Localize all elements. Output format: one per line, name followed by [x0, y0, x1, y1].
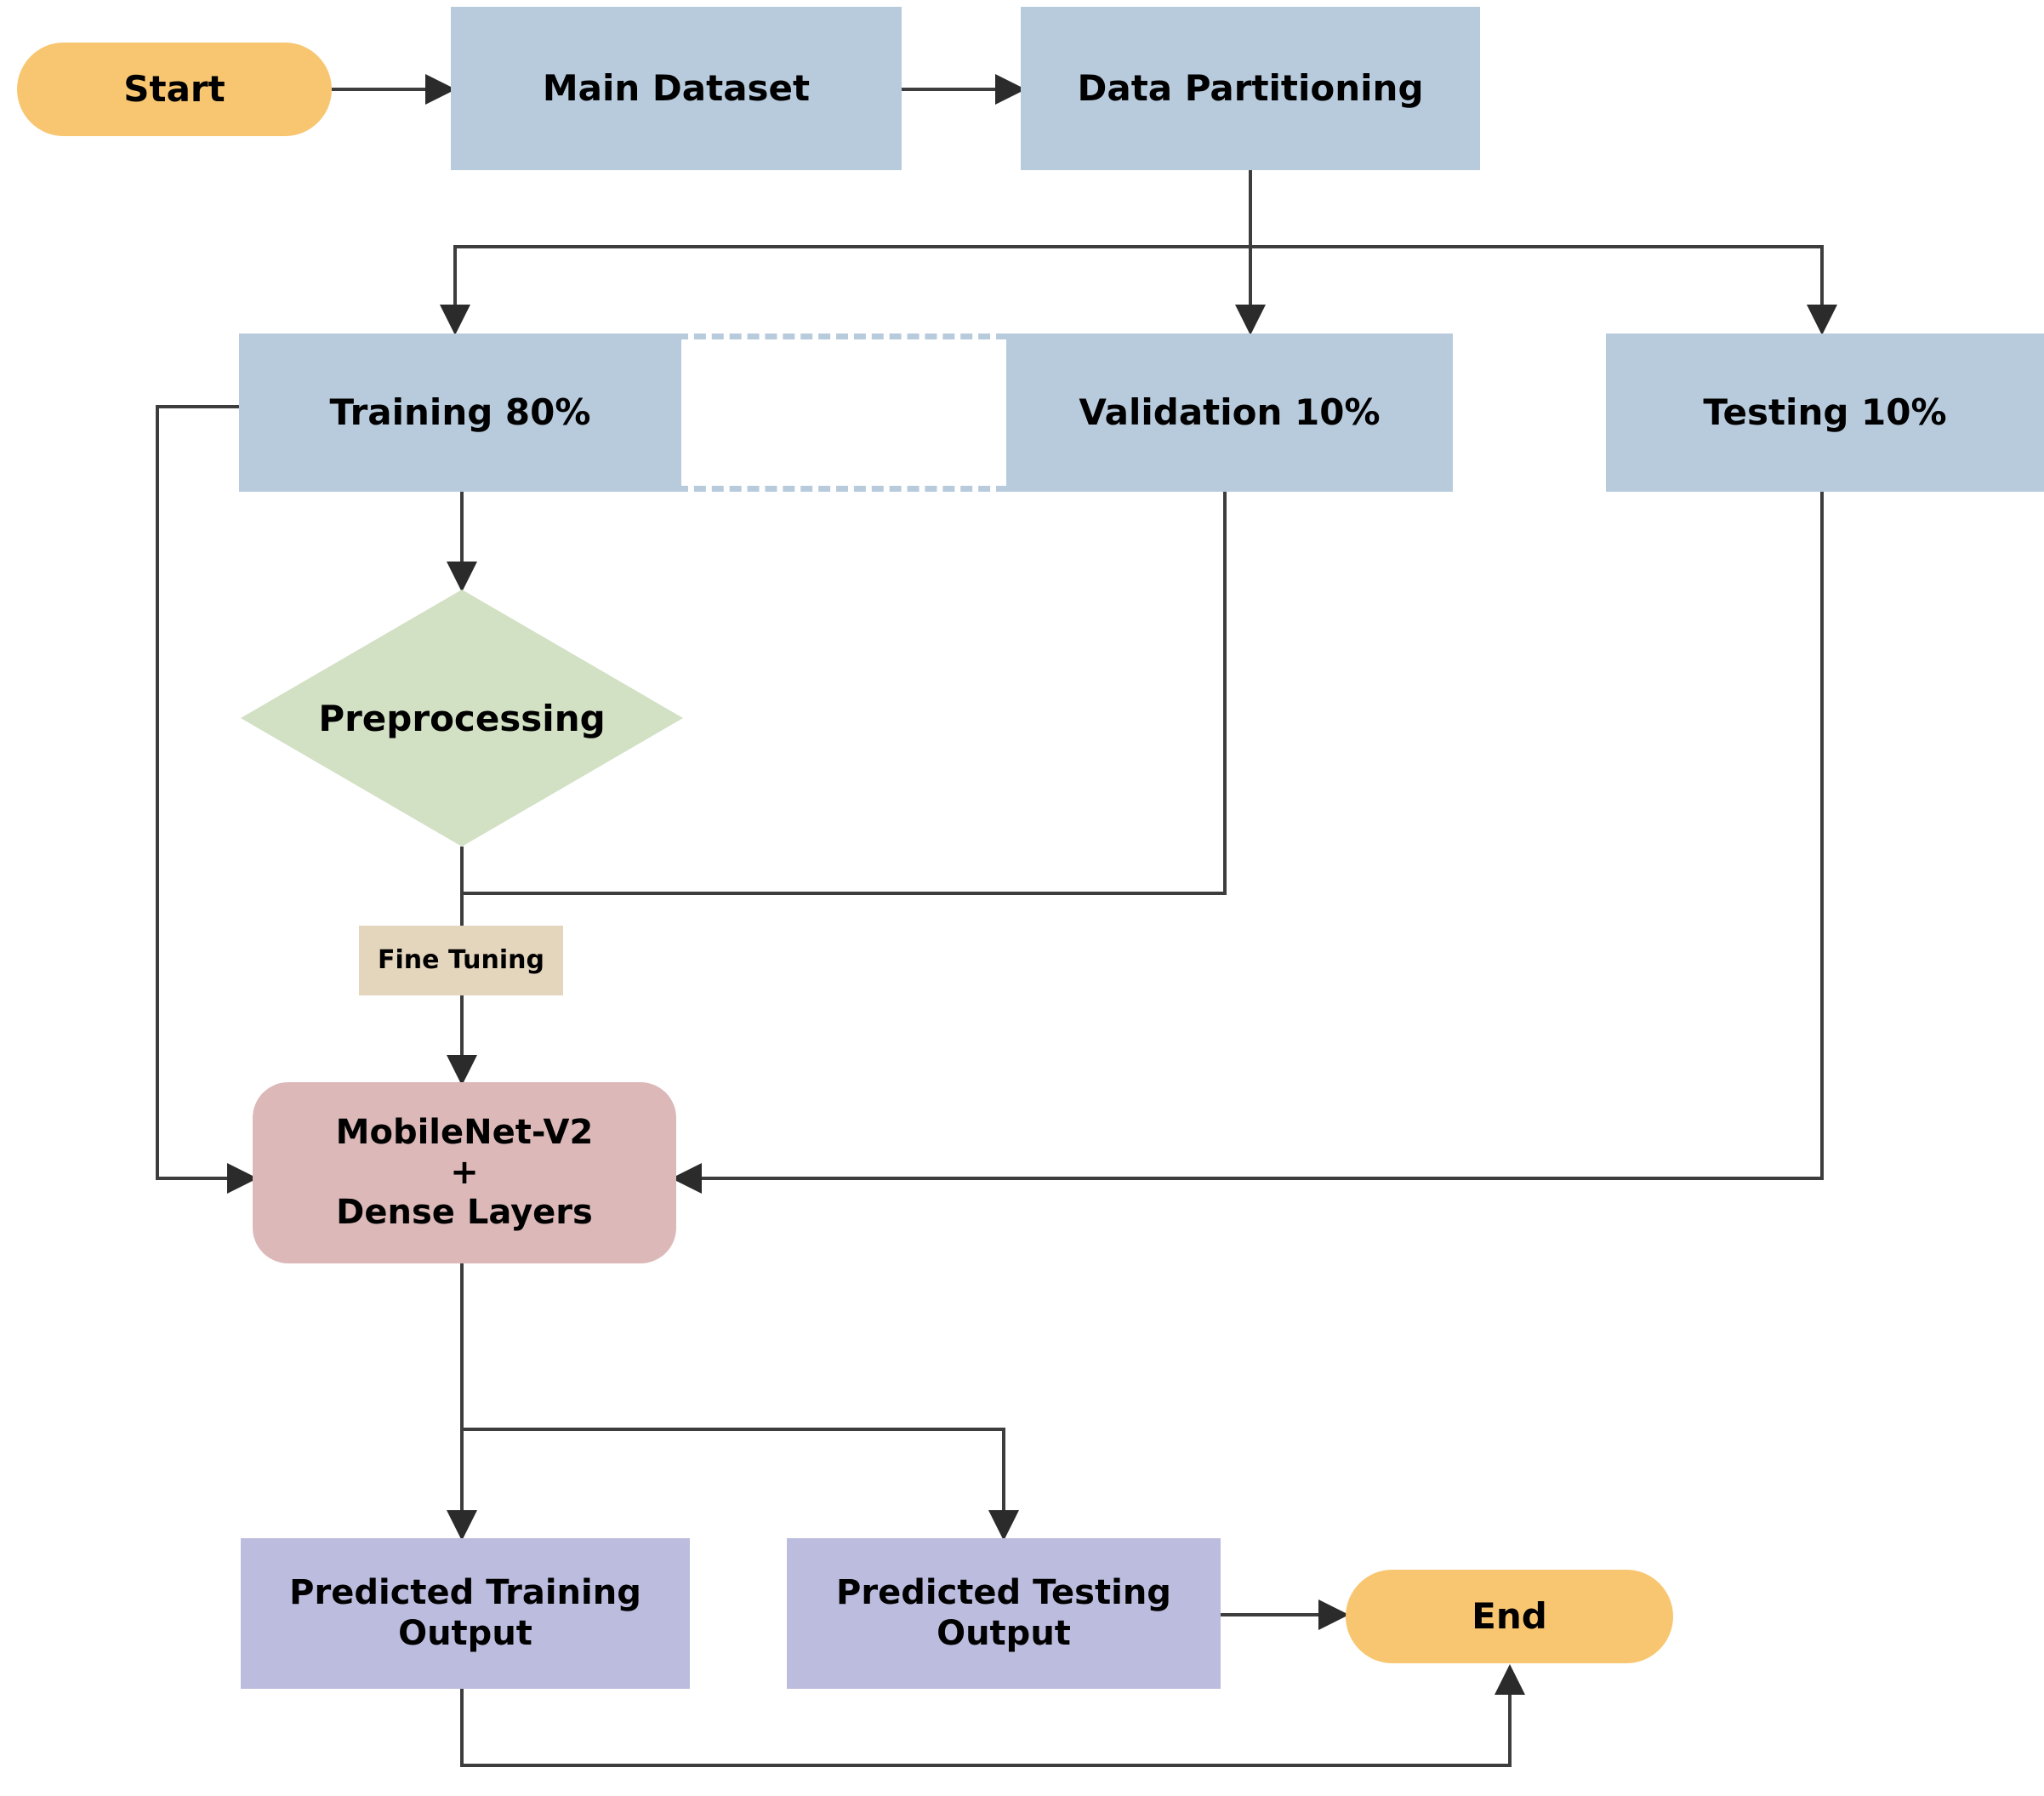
node-preprocessing-label: Preprocessing — [318, 697, 606, 739]
node-predicted-testing-output-line2: Output — [937, 1613, 1071, 1653]
edge-partition-to-training — [440, 170, 1252, 335]
node-end[interactable]: End — [1346, 1570, 1673, 1663]
node-end-label: End — [1472, 1595, 1547, 1638]
node-training[interactable]: Training 80% — [239, 334, 681, 492]
edge-training-to-model — [156, 405, 258, 1194]
node-data-partitioning-label: Data Partitioning — [1077, 67, 1424, 110]
node-predicted-testing-output-line1: Predicted Testing — [836, 1573, 1171, 1613]
node-predicted-training-output[interactable]: Predicted Training Output — [241, 1538, 690, 1689]
node-validation-label: Validation 10% — [1079, 391, 1381, 434]
edge-model-to-predtest — [462, 1428, 1019, 1541]
node-mobilenet-line3: Dense Layers — [336, 1193, 593, 1233]
node-fine-tuning-label: Fine Tuning — [378, 945, 544, 976]
node-fine-tuning[interactable]: Fine Tuning — [359, 926, 563, 995]
node-main-dataset-label: Main Dataset — [542, 67, 811, 110]
node-mobilenet-line1: MobileNet-V2 — [335, 1112, 594, 1152]
node-start[interactable]: Start — [17, 43, 332, 136]
node-predicted-training-output-line1: Predicted Training — [289, 1573, 641, 1613]
node-data-partitioning[interactable]: Data Partitioning — [1021, 7, 1480, 170]
node-main-dataset[interactable]: Main Dataset — [451, 7, 902, 170]
node-preprocessing[interactable]: Preprocessing — [241, 590, 683, 847]
node-start-label: Start — [123, 68, 225, 111]
node-predicted-training-output-line2: Output — [398, 1613, 532, 1653]
node-testing-label: Testing 10% — [1703, 391, 1947, 434]
edge-partition-to-testing — [1249, 170, 1837, 335]
edge-testing-to-model — [671, 492, 1824, 1194]
node-mobilenet-model[interactable]: MobileNet-V2 + Dense Layers — [253, 1082, 676, 1263]
node-predicted-testing-output[interactable]: Predicted Testing Output — [787, 1538, 1221, 1689]
node-validation[interactable]: Validation 10% — [1006, 334, 1453, 492]
node-testing[interactable]: Testing 10% — [1606, 334, 2044, 492]
split-gap-dashed-divider — [676, 334, 1008, 492]
node-training-label: Training 80% — [329, 391, 591, 434]
node-mobilenet-plus: + — [450, 1152, 479, 1192]
